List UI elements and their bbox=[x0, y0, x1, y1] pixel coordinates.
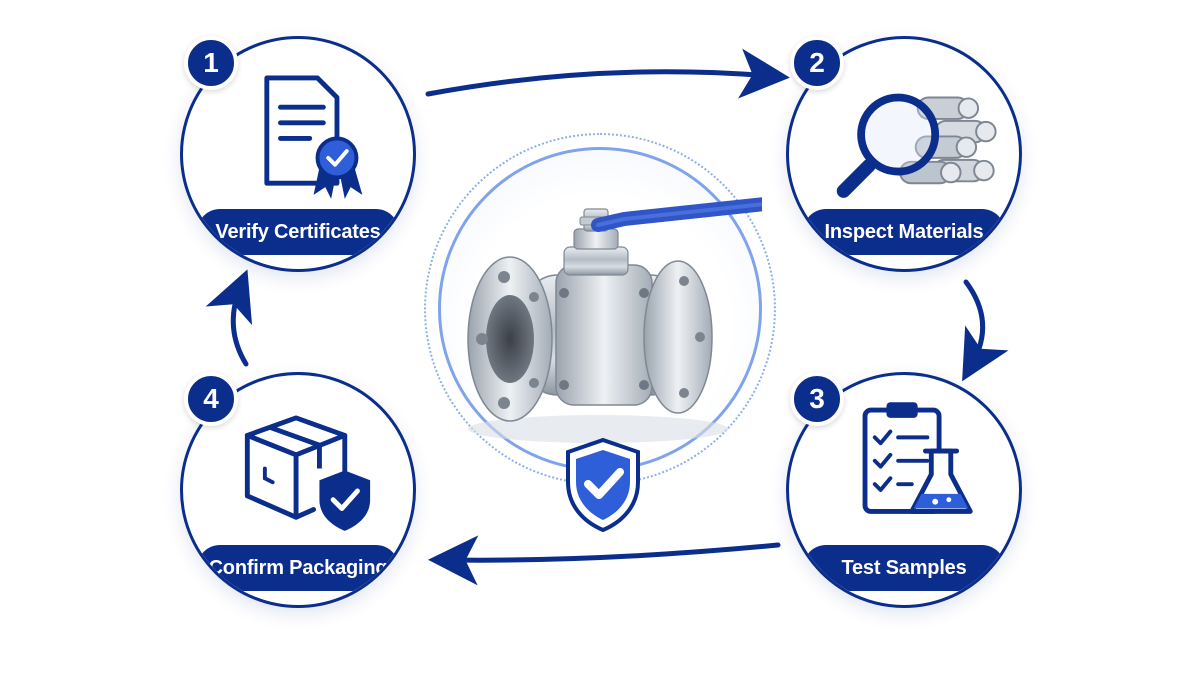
arrow-1-to-2 bbox=[425, 48, 790, 99]
step-label: Test Samples bbox=[803, 545, 1005, 591]
step-confirm-packaging: Confirm Packaging bbox=[180, 372, 416, 608]
step-number-badge: 4 bbox=[184, 372, 238, 426]
step-number-badge: 2 bbox=[790, 36, 844, 90]
ball-valve-image bbox=[467, 197, 762, 443]
step-label: Inspect Materials bbox=[803, 209, 1005, 255]
arrow-4-to-1 bbox=[205, 269, 253, 367]
certificate-icon bbox=[264, 75, 363, 199]
step-label: Verify Certificates bbox=[197, 209, 399, 255]
step-number-badge: 1 bbox=[184, 36, 238, 90]
checklist-flask-icon bbox=[862, 402, 973, 514]
step-label: Confirm Packaging bbox=[197, 545, 399, 591]
shield-check-icon bbox=[566, 437, 640, 532]
magnifier-materials-icon bbox=[836, 93, 997, 198]
step-number-badge: 3 bbox=[790, 372, 844, 426]
box-shield-icon bbox=[244, 415, 371, 531]
arrow-3-to-4 bbox=[428, 535, 781, 586]
arrow-2-to-3 bbox=[962, 279, 1009, 382]
